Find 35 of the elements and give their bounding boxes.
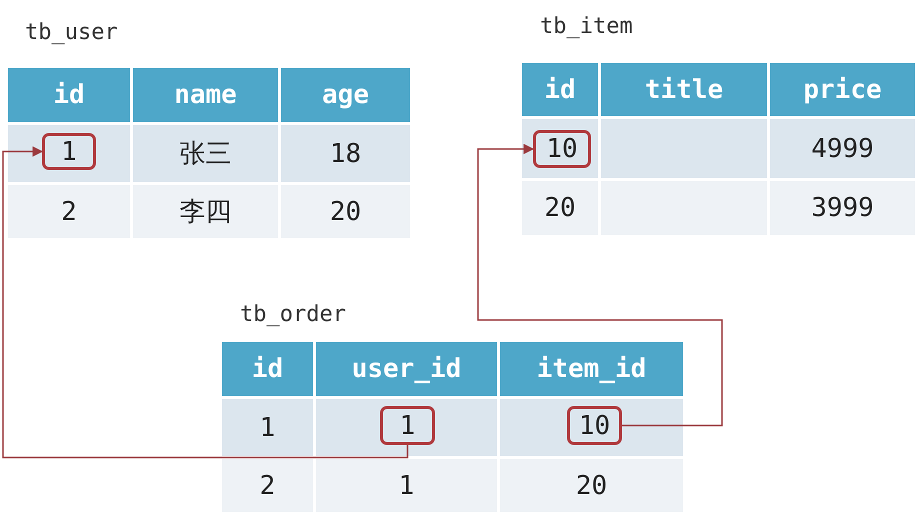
header-cell: user_id (316, 342, 497, 396)
table-cell (8, 125, 130, 182)
table-cell (522, 119, 598, 178)
header-cell: id (222, 342, 313, 396)
table-cell: 18 (281, 125, 410, 182)
header-cell: price (770, 63, 915, 116)
highlight-box: 10 (567, 406, 622, 445)
table-cell: 李四 (133, 185, 278, 238)
highlight-box: 1 (42, 133, 96, 170)
table-cell: 1 (222, 399, 313, 456)
table-cell: 2 (8, 185, 130, 238)
table-cell (500, 399, 683, 456)
highlight-box: 1 (380, 406, 435, 445)
header-cell: age (281, 68, 410, 122)
header-cell: id (522, 63, 598, 116)
table-cell (316, 399, 497, 456)
highlight-box: 10 (533, 130, 591, 168)
table-cell: 2 (222, 459, 313, 512)
header-cell: title (601, 63, 767, 116)
table-cell: 1 (316, 459, 497, 512)
table-cell: 3999 (770, 181, 915, 235)
header-cell: id (8, 68, 130, 122)
arrow (2, 146, 408, 458)
table-cell: 20 (500, 459, 683, 512)
table-cell (601, 119, 767, 178)
table-title: tb_user (25, 20, 118, 45)
table-title: tb_order (240, 302, 346, 327)
header-cell: item_id (500, 342, 683, 396)
table-title: tb_item (540, 14, 633, 39)
table-cell: 20 (522, 181, 598, 235)
table-cell: 20 (281, 185, 410, 238)
table-cell: 张三 (133, 125, 278, 182)
table-cell: 4999 (770, 119, 915, 178)
arrow (477, 144, 723, 426)
header-cell: name (133, 68, 278, 122)
